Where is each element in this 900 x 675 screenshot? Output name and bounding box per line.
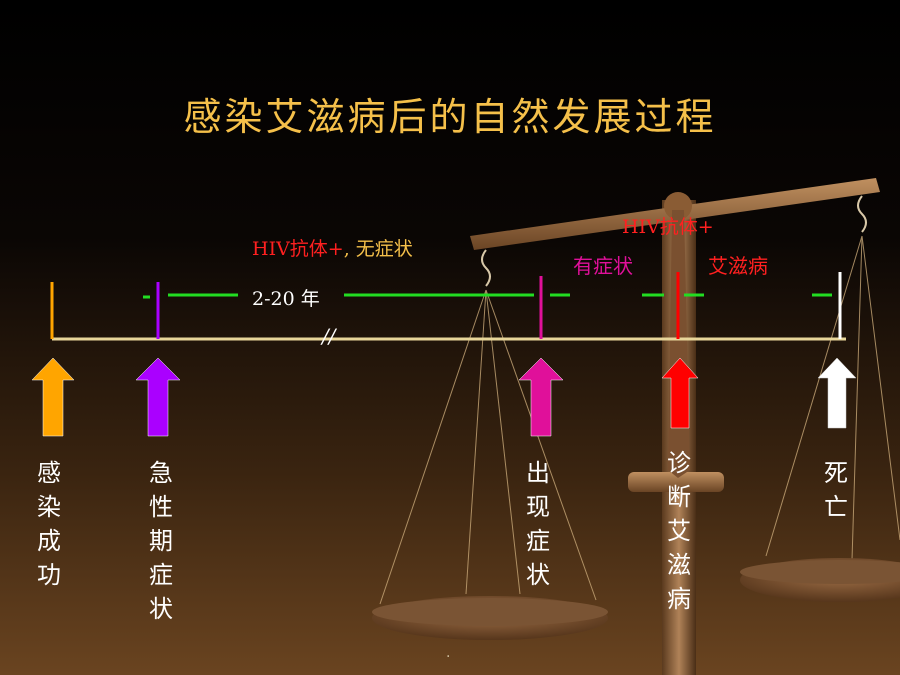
scale-cross-bar [628,472,724,492]
phase2-hiv-label: HIV抗体+ [622,216,714,238]
arrow-acute [135,357,181,437]
phase1-separator: , [343,238,350,260]
event-label-death: 死亡 [824,459,848,521]
duration-dashes [143,293,832,299]
phase2-symptom-label: 有症状 [573,254,633,278]
event-label-infection: 感染成功 [37,459,61,589]
duration-label: 2-20 年 [252,288,320,310]
phase2-aids-label: 艾滋病 [708,254,768,278]
arrow-death [817,357,857,429]
arrow-infection [31,357,75,437]
event-label-symptoms: 出现症状 [526,459,550,589]
page-title: 感染艾滋病后的自然发展过程 [183,95,717,139]
phase1-symptom-text: 无症状 [349,238,413,260]
phase1-hiv-text: HIV抗体+ [252,238,344,260]
phase1-label: HIV抗体+, 无症状 [252,234,413,261]
event-label-diagnosis: 诊断艾滋病 [667,449,691,613]
arrow-diagnosis [661,357,699,429]
footer-dot: . [446,645,451,661]
event-label-acute: 急性期症状 [149,459,173,623]
arrow-symptoms [518,357,564,437]
break-mark: // [322,324,336,348]
